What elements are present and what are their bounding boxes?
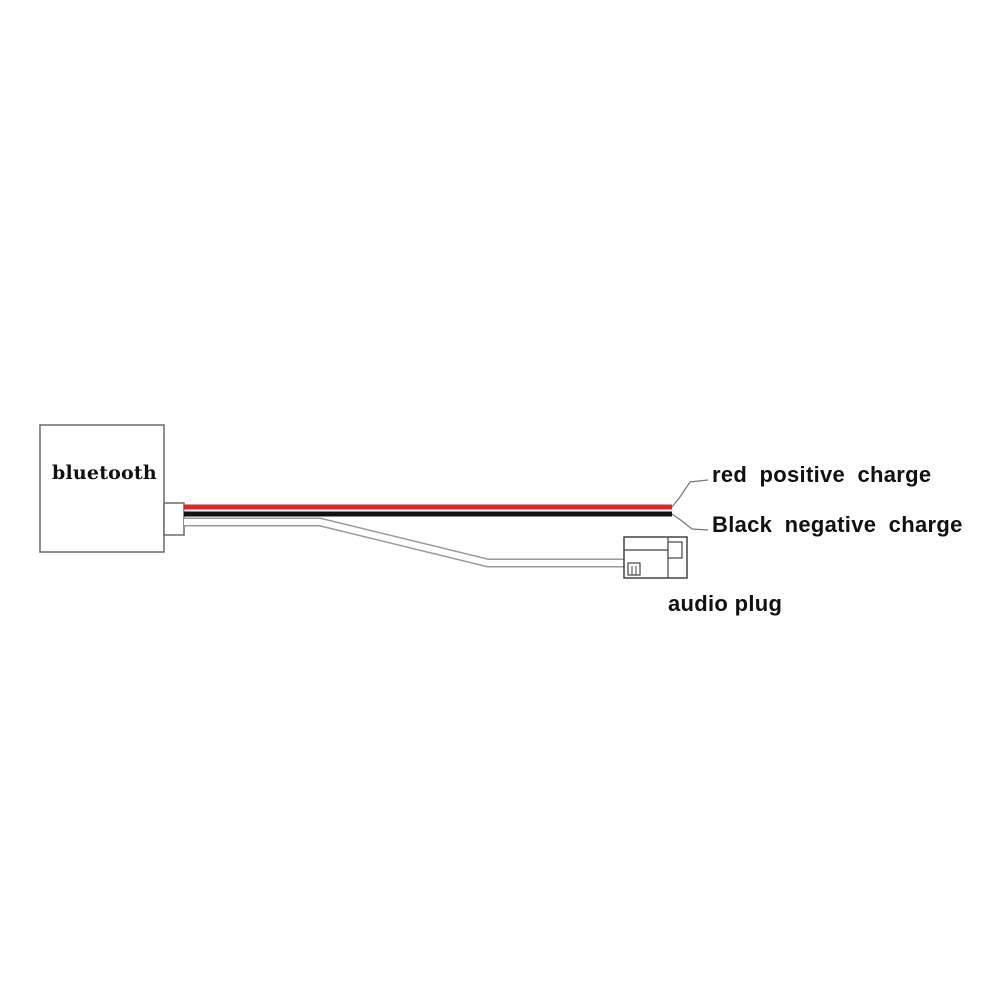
black-wire-end-lead: [671, 513, 709, 531]
black-wire-label: Black negative charge: [712, 512, 963, 537]
audio-wire-core: [184, 519, 624, 566]
bluetooth-module-box: [39, 424, 165, 553]
audio-plug-connector: [623, 536, 688, 579]
bluetooth-module-label: bluetooth: [52, 462, 157, 484]
module-cable-connector: [163, 502, 185, 536]
red-wire-label: red positive charge: [712, 462, 932, 487]
red-wire-end-lead: [671, 479, 709, 508]
audio-plug-label: audio plug: [668, 591, 783, 616]
